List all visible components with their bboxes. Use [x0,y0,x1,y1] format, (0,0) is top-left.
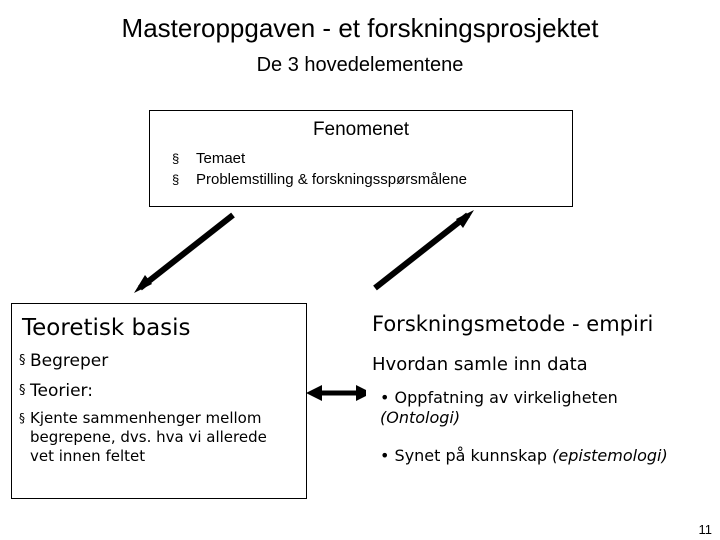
teoretisk-basis-heading: Teoretisk basis [22,315,191,341]
list-item-label: Begreper [30,351,109,371]
list-item-italic: (epistemologi) [552,446,668,465]
dot-bullet-icon: • [380,388,390,407]
section-bullet-icon: § [19,353,26,368]
dot-bullet-icon: • [380,446,390,465]
page-subtitle: De 3 hovedelementene [256,54,464,76]
section-bullet-icon: § [19,411,25,425]
fenomenet-list: § Temaet § Problemstilling & forskningss… [150,148,572,190]
arrow-top-to-left [134,212,235,293]
list-item-label: Oppfatning av virkeligheten [394,388,618,407]
list-item: § Teorier: [19,380,306,402]
page-number: 11 [698,522,713,537]
arrow-top-to-right [373,210,474,291]
list-item-label: Teorier: [30,381,93,401]
list-item: § Problemstilling & forskningsspørsmålen… [172,169,572,190]
list-item-label: Synet på kunnskap [394,446,548,465]
teoretisk-basis-box: Teoretisk basis § Begreper § Teorier: § … [11,303,307,499]
page-title: Masteroppgaven - et forskningsprosjektet [121,13,599,43]
list-item-note-label: Kjente sammenhenger mellom begrepene, dv… [30,409,267,465]
fenomenet-box: Fenomenet § Temaet § Problemstilling & f… [149,110,573,207]
section-bullet-icon: § [172,151,180,166]
list-item-note: § Kjente sammenhenger mellom begrepene, … [19,409,280,466]
list-item: • Synet på kunnskap (epistemologi) [380,446,710,466]
list-item: § Temaet [172,148,572,169]
arrow-left-right-double [306,385,372,401]
forskningsmetode-heading: Forskningsmetode - empiri [372,312,654,336]
list-item-italic: (Ontologi) [380,408,461,427]
list-item: • Oppfatning av virkeligheten (Ontologi) [380,388,710,428]
list-item: § Begreper [19,350,306,372]
forskningsmetode-box: Forskningsmetode - empiri Hvordan samle … [366,303,710,515]
list-item-label: Temaet [196,150,246,167]
section-bullet-icon: § [172,172,180,187]
fenomenet-heading: Fenomenet [312,119,410,140]
section-bullet-icon: § [19,383,26,398]
forskningsmetode-subheading: Hvordan samle inn data [372,354,588,375]
list-item-label: Problemstilling & forskningsspørsmålene [196,171,467,188]
